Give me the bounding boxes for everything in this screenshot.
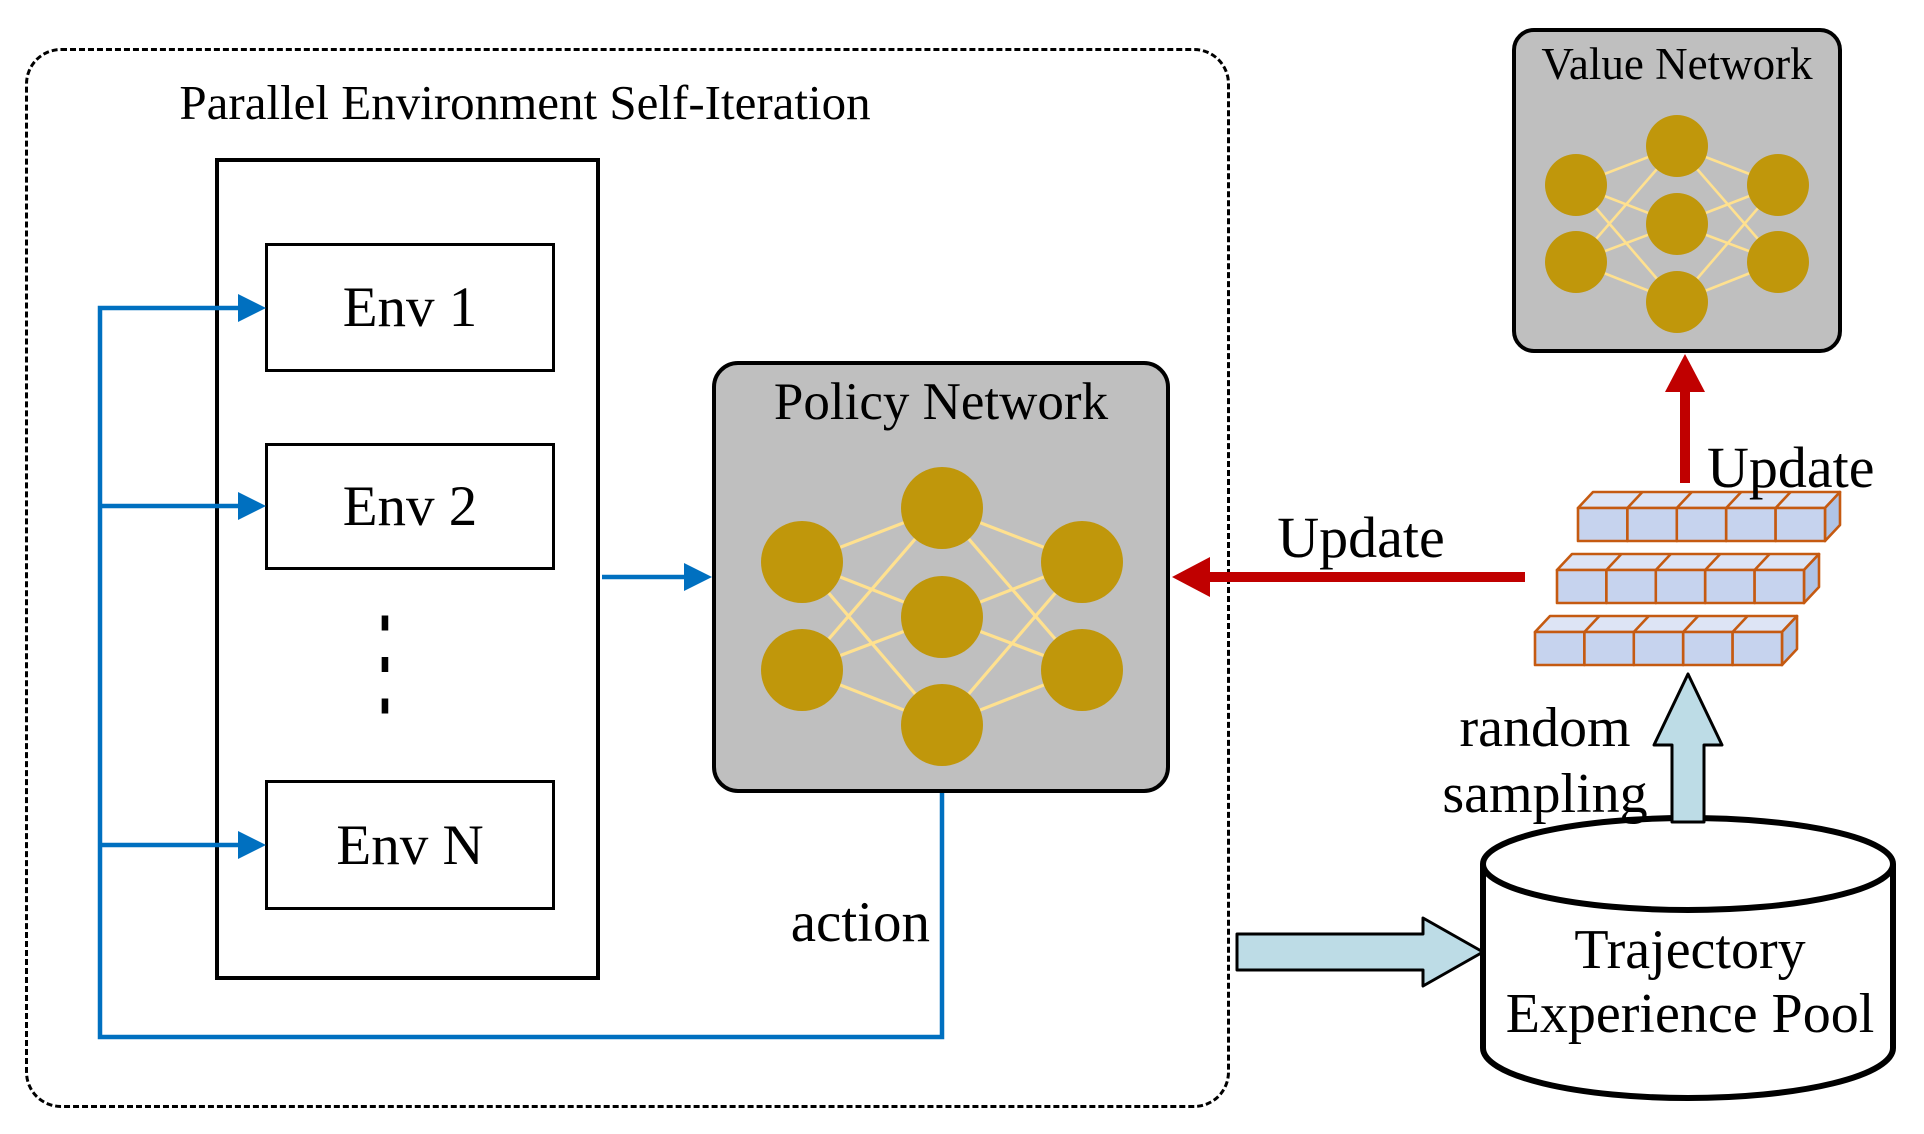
policy-network-title: Policy Network xyxy=(773,373,1109,431)
env-1-box: Env 1 xyxy=(265,243,555,372)
env-2-label: Env 2 xyxy=(342,475,478,538)
vertical-ellipsis: ⋮ xyxy=(353,593,417,729)
trajectory-to-pool-arrow xyxy=(1235,916,1485,988)
sample-batch-stack xyxy=(1533,490,1842,667)
update-policy-label: Update xyxy=(1277,505,1445,570)
parallel-environment-title: Parallel Environment Self-Iteration xyxy=(179,75,871,130)
update-value-arrow xyxy=(1665,354,1705,483)
action-label: action xyxy=(790,891,930,954)
random-sampling-label-line2: sampling xyxy=(1442,763,1648,825)
env-n-label: Env N xyxy=(336,813,484,877)
env-1-label: Env 1 xyxy=(342,276,478,339)
env-n-box: Env N xyxy=(265,780,555,910)
experience-pool-label-line1: Trajectory xyxy=(1574,919,1806,981)
experience-pool-label-line2: Experience Pool xyxy=(1505,983,1875,1045)
update-value-label: Update xyxy=(1707,435,1875,500)
value-network-title: Value Network xyxy=(1541,39,1813,89)
env-2-box: Env 2 xyxy=(265,443,555,570)
random-sampling-label-line1: random xyxy=(1459,697,1631,759)
